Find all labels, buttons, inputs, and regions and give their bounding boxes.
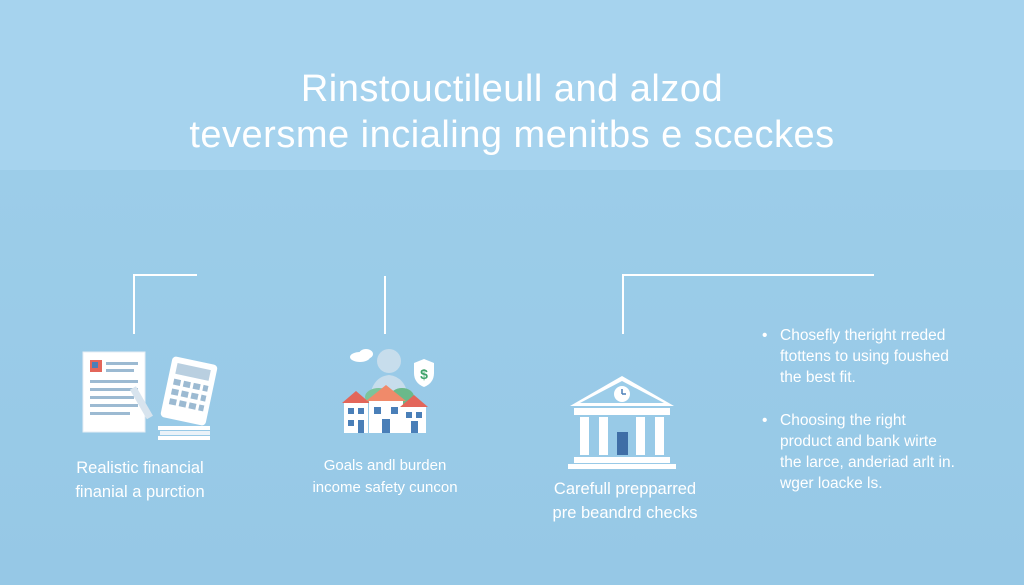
bullet-item-line: ftottens to using foushed: [780, 348, 949, 365]
caption-col-3-line-2: pre beandrd checks: [552, 504, 698, 522]
caption-col-2-line-2: income safety cuncon: [312, 479, 458, 496]
caption-col-1-line-1: Realistic financial: [76, 459, 204, 477]
bullet-item: • Chosefly theright rreded ftottens to u…: [762, 325, 1002, 388]
bullet-dot: •: [762, 412, 768, 429]
bracket-line-2: [384, 276, 386, 334]
caption-col-2: Goals andl burden income safety cuncon: [290, 455, 480, 499]
page-title-line-2: teversme incialing menitbs e sceckes: [189, 114, 835, 156]
bullet-item: • Choosing the right product and bank wi…: [762, 410, 1002, 494]
caption-col-2-line-1: Goals andl burden: [323, 457, 447, 474]
bullet-item-line: the larce, anderiad arlt in.: [780, 454, 955, 471]
bullet-item-line: product and bank wirte: [780, 433, 937, 450]
bracket-line-3: [622, 274, 874, 334]
page-title-line-1: Rinstouctileull and alzod: [300, 68, 724, 110]
bullet-dot: •: [762, 327, 768, 344]
header-band: [0, 0, 1024, 170]
bank-clock-icon: [566, 372, 678, 470]
svg-text:$: $: [420, 366, 428, 382]
bullet-list: • Chosefly theright rreded ftottens to u…: [762, 325, 1002, 516]
document-calculator-icon: [78, 346, 218, 441]
caption-col-3: Carefull prepparred pre beandrd checks: [530, 477, 720, 525]
caption-col-3-line-1: Carefull prepparred: [553, 480, 697, 498]
bullet-item-line: wger loacke ls.: [780, 475, 883, 492]
caption-col-1: Realistic financial finanial a purction: [45, 456, 235, 504]
caption-col-1-line-2: finanial a purction: [75, 483, 205, 501]
bullet-item-line: Choosing the right: [780, 412, 906, 429]
bracket-line-1: [133, 274, 197, 334]
bullet-item-line: Chosefly theright rreded: [780, 327, 946, 344]
bullet-item-line: the best fit.: [780, 369, 856, 386]
person-houses-dollar-icon: $: [334, 345, 444, 440]
